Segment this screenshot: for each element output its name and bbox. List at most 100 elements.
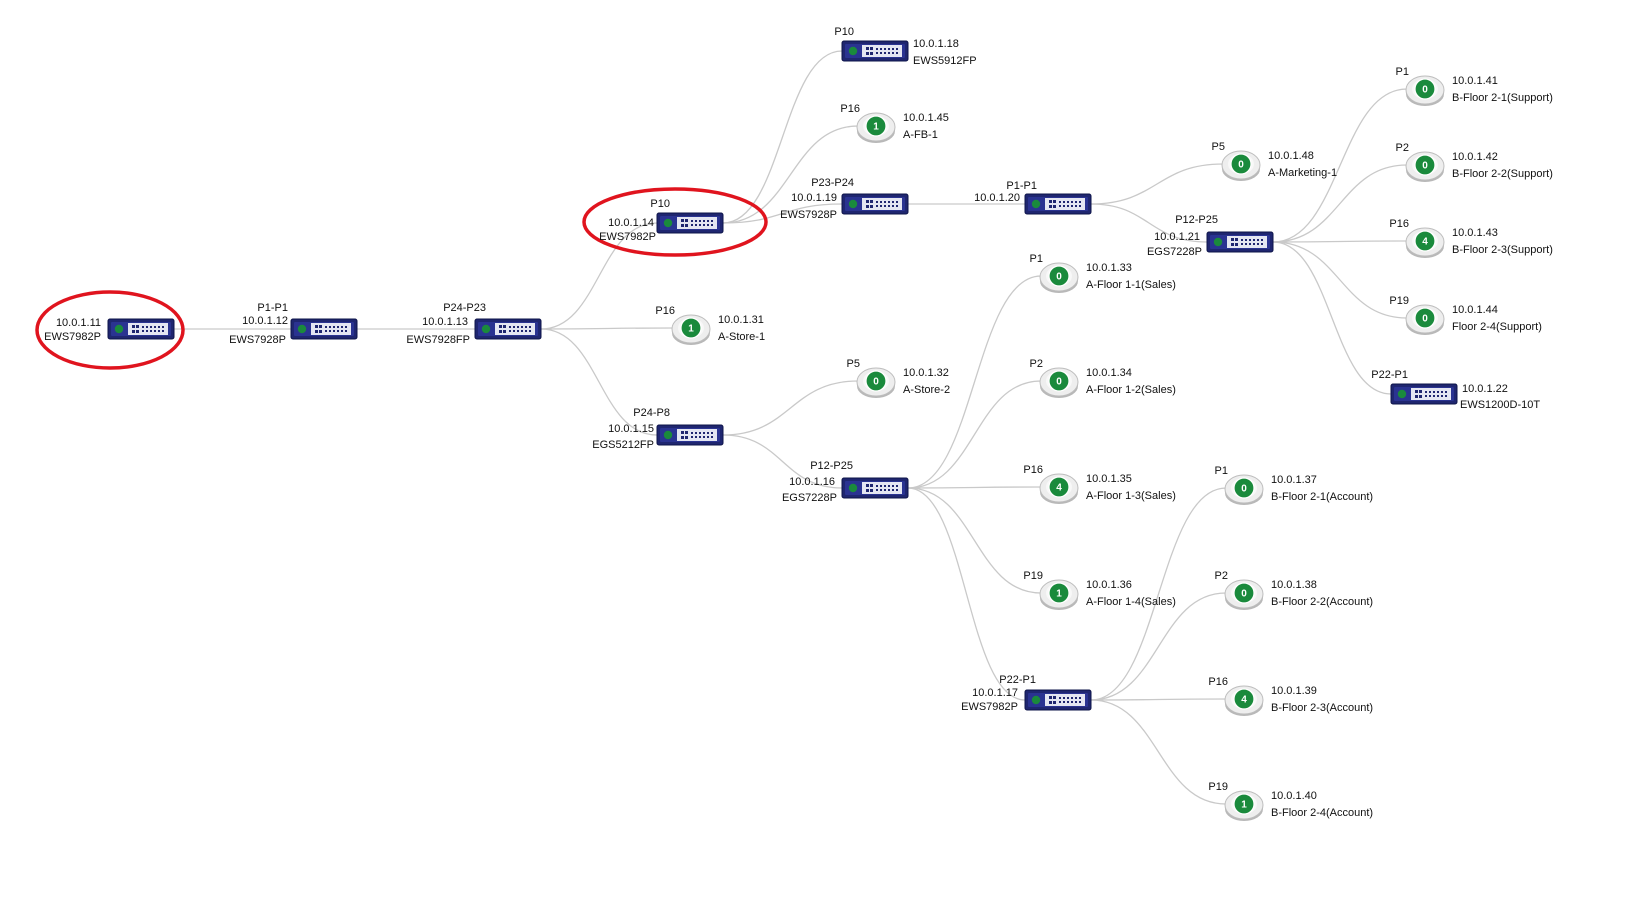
ip-label: 10.0.1.43 [1452,227,1498,239]
client-count-label: 1 [688,324,694,335]
port-label: P24-P23 [443,302,486,314]
ip-label: 10.0.1.11 [56,317,101,329]
access-point-icon[interactable]: 1 [1039,579,1079,611]
access-point-icon[interactable]: 4 [1405,227,1445,259]
switch-icon[interactable] [1206,231,1274,253]
client-count-label: 4 [1056,483,1062,494]
client-count-label: 0 [1241,484,1247,495]
switch-icon[interactable] [1024,193,1092,215]
switch-icon[interactable] [107,318,175,340]
access-point-icon[interactable]: 0 [1405,151,1445,183]
ip-label: 10.0.1.34 [1086,367,1132,379]
access-point-icon[interactable]: 1 [1224,790,1264,822]
access-point-icon[interactable]: 0 [1224,579,1264,611]
ip-label: 10.0.1.16 [789,476,835,488]
link-s21-a44 [1272,241,1408,319]
switch-icon[interactable] [841,477,909,499]
switch-icon[interactable] [290,318,358,340]
access-point-icon[interactable]: 4 [1224,685,1264,717]
name-label: A-FB-1 [903,129,938,141]
port-label: P19 [1208,781,1228,793]
link-s14-s19 [722,203,843,224]
model-label: EWS7982P [44,331,101,343]
model-label: EWS7982P [961,701,1018,713]
name-label: A-Floor 1-1(Sales) [1086,279,1176,291]
client-count-label: 0 [1056,272,1062,283]
link-s16-a36 [907,487,1042,594]
access-point-icon[interactable]: 0 [856,367,896,399]
switch-icon[interactable] [841,193,909,215]
access-point-icon[interactable]: 0 [1221,150,1261,182]
name-label: A-Floor 1-2(Sales) [1086,384,1176,396]
access-point-icon[interactable]: 1 [856,112,896,144]
ip-label: 10.0.1.15 [608,423,654,435]
link-s16-a35 [907,486,1042,489]
access-point-icon[interactable]: 0 [1039,262,1079,294]
switch-icon[interactable] [656,424,724,446]
ip-label: 10.0.1.21 [1154,231,1200,243]
link-s17-a39 [1090,698,1227,701]
port-label: P16 [655,305,675,317]
port-label: P2 [1215,570,1228,582]
access-point-icon[interactable]: 1 [671,314,711,346]
name-label: B-Floor 2-2(Support) [1452,168,1553,180]
port-label: P10 [834,26,854,38]
link-s20-a48 [1090,163,1224,205]
port-label: P23-P24 [811,177,854,189]
model-label: EWS7928FP [406,334,470,346]
ip-label: 10.0.1.20 [974,192,1020,204]
switch-icon[interactable] [1390,383,1458,405]
port-label: P19 [1389,295,1409,307]
ip-label: 10.0.1.22 [1462,383,1508,395]
ip-label: 10.0.1.35 [1086,473,1132,485]
switch-icon[interactable] [841,40,909,62]
access-point-icon[interactable]: 0 [1039,367,1079,399]
port-label: P16 [1023,464,1043,476]
client-count-label: 4 [1241,695,1247,706]
ip-label: 10.0.1.41 [1452,75,1498,87]
switch-icon[interactable] [474,318,542,340]
port-label: P19 [1023,570,1043,582]
switch-icon[interactable] [656,212,724,234]
access-point-icon[interactable]: 0 [1405,304,1445,336]
link-s13-a31 [540,327,674,330]
access-point-icon[interactable]: 0 [1405,75,1445,107]
access-point-icon[interactable]: 0 [1224,474,1264,506]
access-point-icon[interactable]: 4 [1039,473,1079,505]
switch-icon[interactable] [1024,689,1092,711]
port-label: P10 [650,198,670,210]
ip-label: 10.0.1.14 [608,217,654,229]
client-count-label: 1 [1056,589,1062,600]
link-s17-a40 [1090,699,1227,805]
ip-label: 10.0.1.12 [242,315,288,327]
port-label: P12-P25 [810,460,853,472]
